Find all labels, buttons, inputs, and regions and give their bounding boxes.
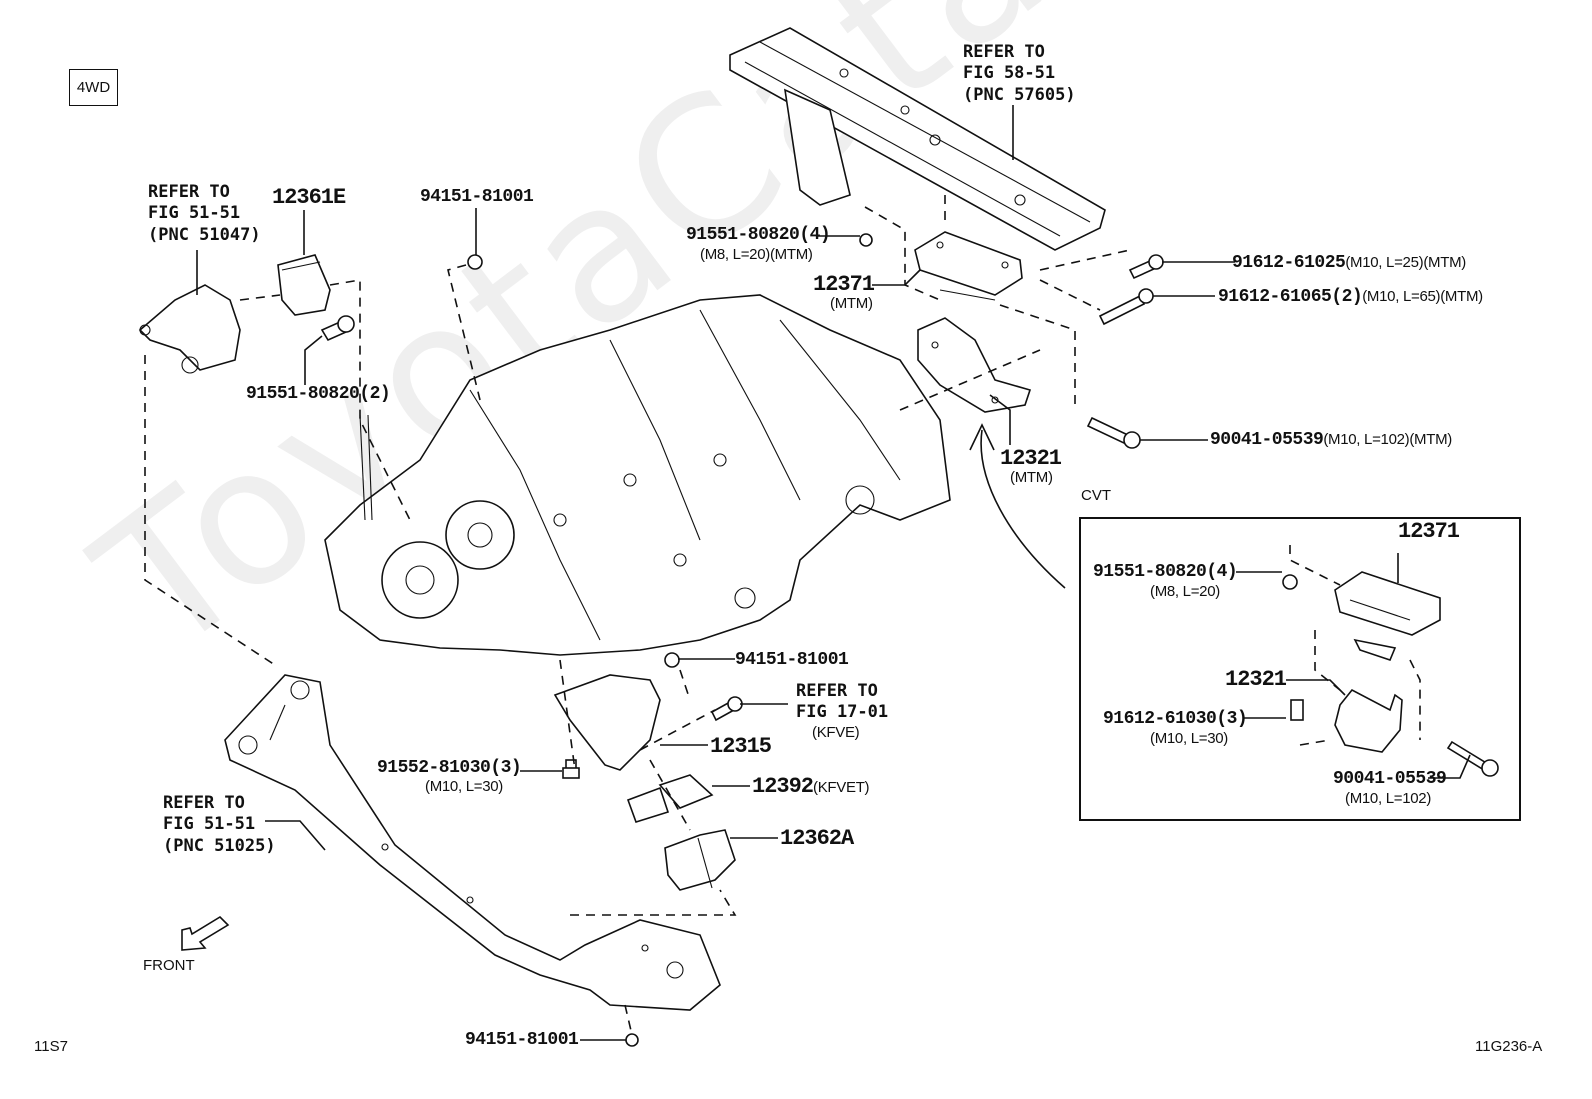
spec-91551-80820-4-mtm: (M8, L=20)(MTM) <box>700 246 813 263</box>
footer-code-left: 11S7 <box>34 1038 68 1055</box>
cvt-part-label-91612-61030-3[interactable]: 91612-61030(3) <box>1103 709 1248 729</box>
bolt-17-01-illustration <box>710 696 743 722</box>
cvt-spec-91612-61030-3: (M10, L=30) <box>1150 730 1228 747</box>
nut-94151-bottom-illustration <box>625 1033 639 1047</box>
part-label-91612-61025[interactable]: 91612-61025(M10, L=25)(MTM) <box>1232 253 1466 273</box>
mount-12371-mtm-illustration <box>914 231 1023 301</box>
bracket-12321-mtm-illustration <box>917 317 1032 413</box>
part-label-91552-81030-3[interactable]: 91552-81030(3) <box>377 758 522 778</box>
assembly-lines <box>144 195 1131 1036</box>
refer-to-fig-51-51-pnc-51047: REFER TO FIG 51-51 (PNC 51047) <box>148 182 261 245</box>
refer-to-fig-17-01: REFER TO FIG 17-01 (KFVE) <box>796 681 889 741</box>
figure-id: 11G236-A <box>1475 1038 1543 1055</box>
part-label-12371-mtm[interactable]: 12371 <box>813 272 875 297</box>
cvt-section-title: CVT <box>1081 487 1111 504</box>
frame-rail-illustration <box>729 27 1106 251</box>
cvt-inset-illustration <box>1236 545 1499 779</box>
spec-91552-81030-3: (M10, L=30) <box>425 778 503 795</box>
part-label-12315[interactable]: 12315 <box>710 734 772 759</box>
bolt-91551-2-illustration <box>320 315 355 342</box>
part-label-12392[interactable]: 12392(KFVET) <box>752 774 870 799</box>
spec-12321-mtm: (MTM) <box>1010 469 1053 486</box>
bolts-mtm-right-illustration <box>1086 254 1164 449</box>
variant-tag-4wd: 4WD <box>69 69 118 106</box>
part-label-94151-81001-mid[interactable]: 94151-81001 <box>735 650 849 670</box>
part-label-91551-80820-4-mtm[interactable]: 91551-80820(4) <box>686 225 831 245</box>
front-arrow-icon <box>181 915 230 951</box>
cvt-spec-91551-80820-4: (M8, L=20) <box>1150 583 1220 600</box>
part-label-90041-05539-mtm[interactable]: 90041-05539(M10, L=102)(MTM) <box>1210 430 1453 450</box>
cvt-part-label-91551-80820-4[interactable]: 91551-80820(4) <box>1093 562 1238 582</box>
nut-94151-top-illustration <box>467 254 483 270</box>
refer-to-fig-58-51-pnc-57605: REFER TO FIG 58-51 (PNC 57605) <box>963 42 1076 105</box>
crossmember-illustration <box>224 674 721 1011</box>
part-label-94151-81001-top[interactable]: 94151-81001 <box>420 187 534 207</box>
part-label-91551-80820-2[interactable]: 91551-80820(2) <box>246 384 391 404</box>
bracket-12315-illustration <box>553 674 661 771</box>
cvt-part-label-12321[interactable]: 12321 <box>1225 667 1287 692</box>
part-label-12321-mtm[interactable]: 12321 <box>1000 446 1062 471</box>
part-label-91612-61065-2[interactable]: 91612-61065(2)(M10, L=65)(MTM) <box>1218 287 1483 307</box>
arrow-to-12321 <box>980 429 1066 589</box>
part-label-94151-81001-bottom[interactable]: 94151-81001 <box>465 1030 579 1050</box>
cvt-spec-90041-05539: (M10, L=102) <box>1345 790 1432 807</box>
bolt-91552-illustration <box>562 759 580 779</box>
cvt-part-label-12371[interactable]: 12371 <box>1398 519 1460 544</box>
cvt-part-label-90041-05539[interactable]: 90041-05539 <box>1333 769 1447 789</box>
engine-illustration <box>324 294 951 656</box>
leader-lines <box>196 105 1235 1041</box>
part-label-12361E[interactable]: 12361E <box>272 185 346 210</box>
front-direction-label: FRONT <box>143 957 195 974</box>
insulator-12362A-illustration <box>664 829 736 891</box>
left-mount-bracket-illustration <box>138 284 241 374</box>
part-label-12362A[interactable]: 12362A <box>780 826 854 851</box>
arrow-head-icon <box>969 423 995 451</box>
stopper-12392-illustration <box>626 774 714 823</box>
insulator-12361E-illustration <box>277 254 331 316</box>
cvt-section-box <box>1079 517 1521 821</box>
nut-94151-mid-illustration <box>664 652 680 668</box>
refer-to-fig-51-51-pnc-51025: REFER TO FIG 51-51 (PNC 51025) <box>163 793 276 856</box>
bolt-91551-4-mtm-illustration <box>859 233 873 247</box>
spec-12371-mtm: (MTM) <box>830 295 873 312</box>
